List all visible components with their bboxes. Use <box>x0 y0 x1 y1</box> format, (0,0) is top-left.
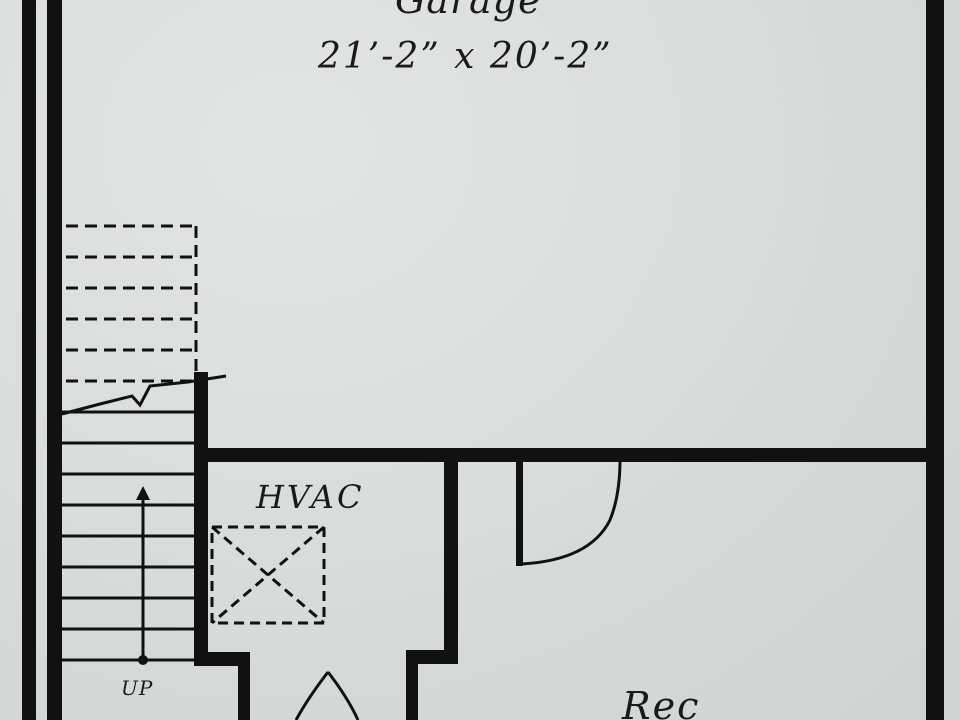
stair-up-arrow <box>136 486 150 665</box>
hvac-right-wall <box>444 458 458 664</box>
garage-partition-wall <box>200 448 930 462</box>
outer-wall-left-inner <box>47 0 62 720</box>
garage-dimensions: 21’-2” x 20’-2” <box>318 36 613 77</box>
hvac-bottom-wall-left <box>194 652 250 666</box>
hvac-unit <box>210 525 326 625</box>
stair-treads <box>62 410 194 662</box>
hvac-label: HVAC <box>256 478 365 516</box>
rec-door <box>516 459 622 566</box>
stair-side-wall <box>194 372 208 666</box>
outer-wall-right <box>926 0 944 720</box>
door-jamb-right <box>406 664 418 720</box>
stairs-up-label: UP <box>121 676 154 700</box>
stair-treads-dashed <box>66 224 198 383</box>
door-jamb-left <box>238 664 250 720</box>
outer-wall-left-outer <box>22 0 36 720</box>
garage-title: Garage <box>395 0 542 22</box>
hvac-double-door <box>294 671 360 720</box>
hvac-bottom-wall-right <box>406 650 458 664</box>
rec-room-label: Rec <box>622 684 701 720</box>
